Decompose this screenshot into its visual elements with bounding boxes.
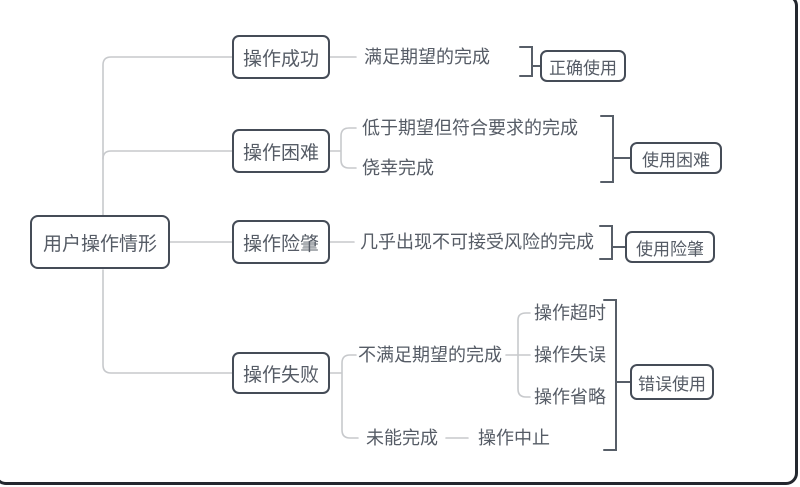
leaf-lucky-completion[interactable]: 侥幸完成 (362, 158, 434, 178)
leaf-operation-omission[interactable]: 操作省略 (534, 387, 606, 407)
summary-brackets (519, 46, 631, 451)
leaf-unmet-expectation[interactable]: 不满足期望的完成 (358, 345, 502, 365)
connector-failure-items (329, 354, 359, 439)
node-label: 操作失败 (242, 364, 319, 386)
connector-root-to-failure (102, 269, 233, 374)
node-label: 使用险肇 (636, 239, 704, 259)
connector-difficulty-items (329, 127, 357, 169)
node-root-user-operation[interactable]: 用户操作情形 (30, 215, 170, 269)
bracket-correct-use (519, 46, 533, 77)
leaf-not-completed[interactable]: 未能完成 (366, 428, 438, 448)
tree-lines (102, 56, 531, 439)
node-label: 操作险肇 (242, 233, 319, 255)
connector-root-to-difficulty (102, 150, 233, 160)
node-label: 操作困难 (242, 142, 319, 164)
leaf-below-expectation[interactable]: 低于期望但符合要求的完成 (362, 118, 578, 138)
connector-unmet-subitems (505, 312, 531, 398)
node-label: 错误使用 (638, 374, 706, 394)
connector-root-to-success (102, 56, 233, 216)
bracket-difficult-use (600, 115, 614, 183)
bracket-risky-use (599, 225, 613, 260)
node-operation-difficulty[interactable]: 操作困难 (232, 129, 330, 173)
node-operation-success[interactable]: 操作成功 (232, 35, 330, 79)
leaf-operation-aborted[interactable]: 操作中止 (478, 428, 550, 448)
leaf-near-unacceptable-risk[interactable]: 几乎出现不可接受风险的完成 (360, 232, 594, 252)
leaf-operation-mistake[interactable]: 操作失误 (534, 345, 606, 365)
leaf-meets-expectation[interactable]: 满足期望的完成 (364, 47, 490, 67)
node-root-label: 用户操作情形 (42, 233, 157, 255)
leaf-operation-timeout[interactable]: 操作超时 (534, 303, 606, 323)
node-difficult-use[interactable]: 使用困难 (630, 142, 722, 174)
node-wrong-use[interactable]: 错误使用 (630, 364, 714, 400)
node-label: 操作成功 (242, 48, 319, 70)
node-label: 使用困难 (642, 150, 710, 170)
node-operation-risk[interactable]: 操作险肇 (232, 220, 330, 264)
node-risky-use[interactable]: 使用险肇 (625, 231, 715, 263)
node-operation-failure[interactable]: 操作失败 (232, 352, 330, 394)
bracket-wrong-use (603, 299, 617, 451)
node-label: 正确使用 (549, 58, 617, 78)
node-correct-use[interactable]: 正确使用 (540, 50, 626, 82)
